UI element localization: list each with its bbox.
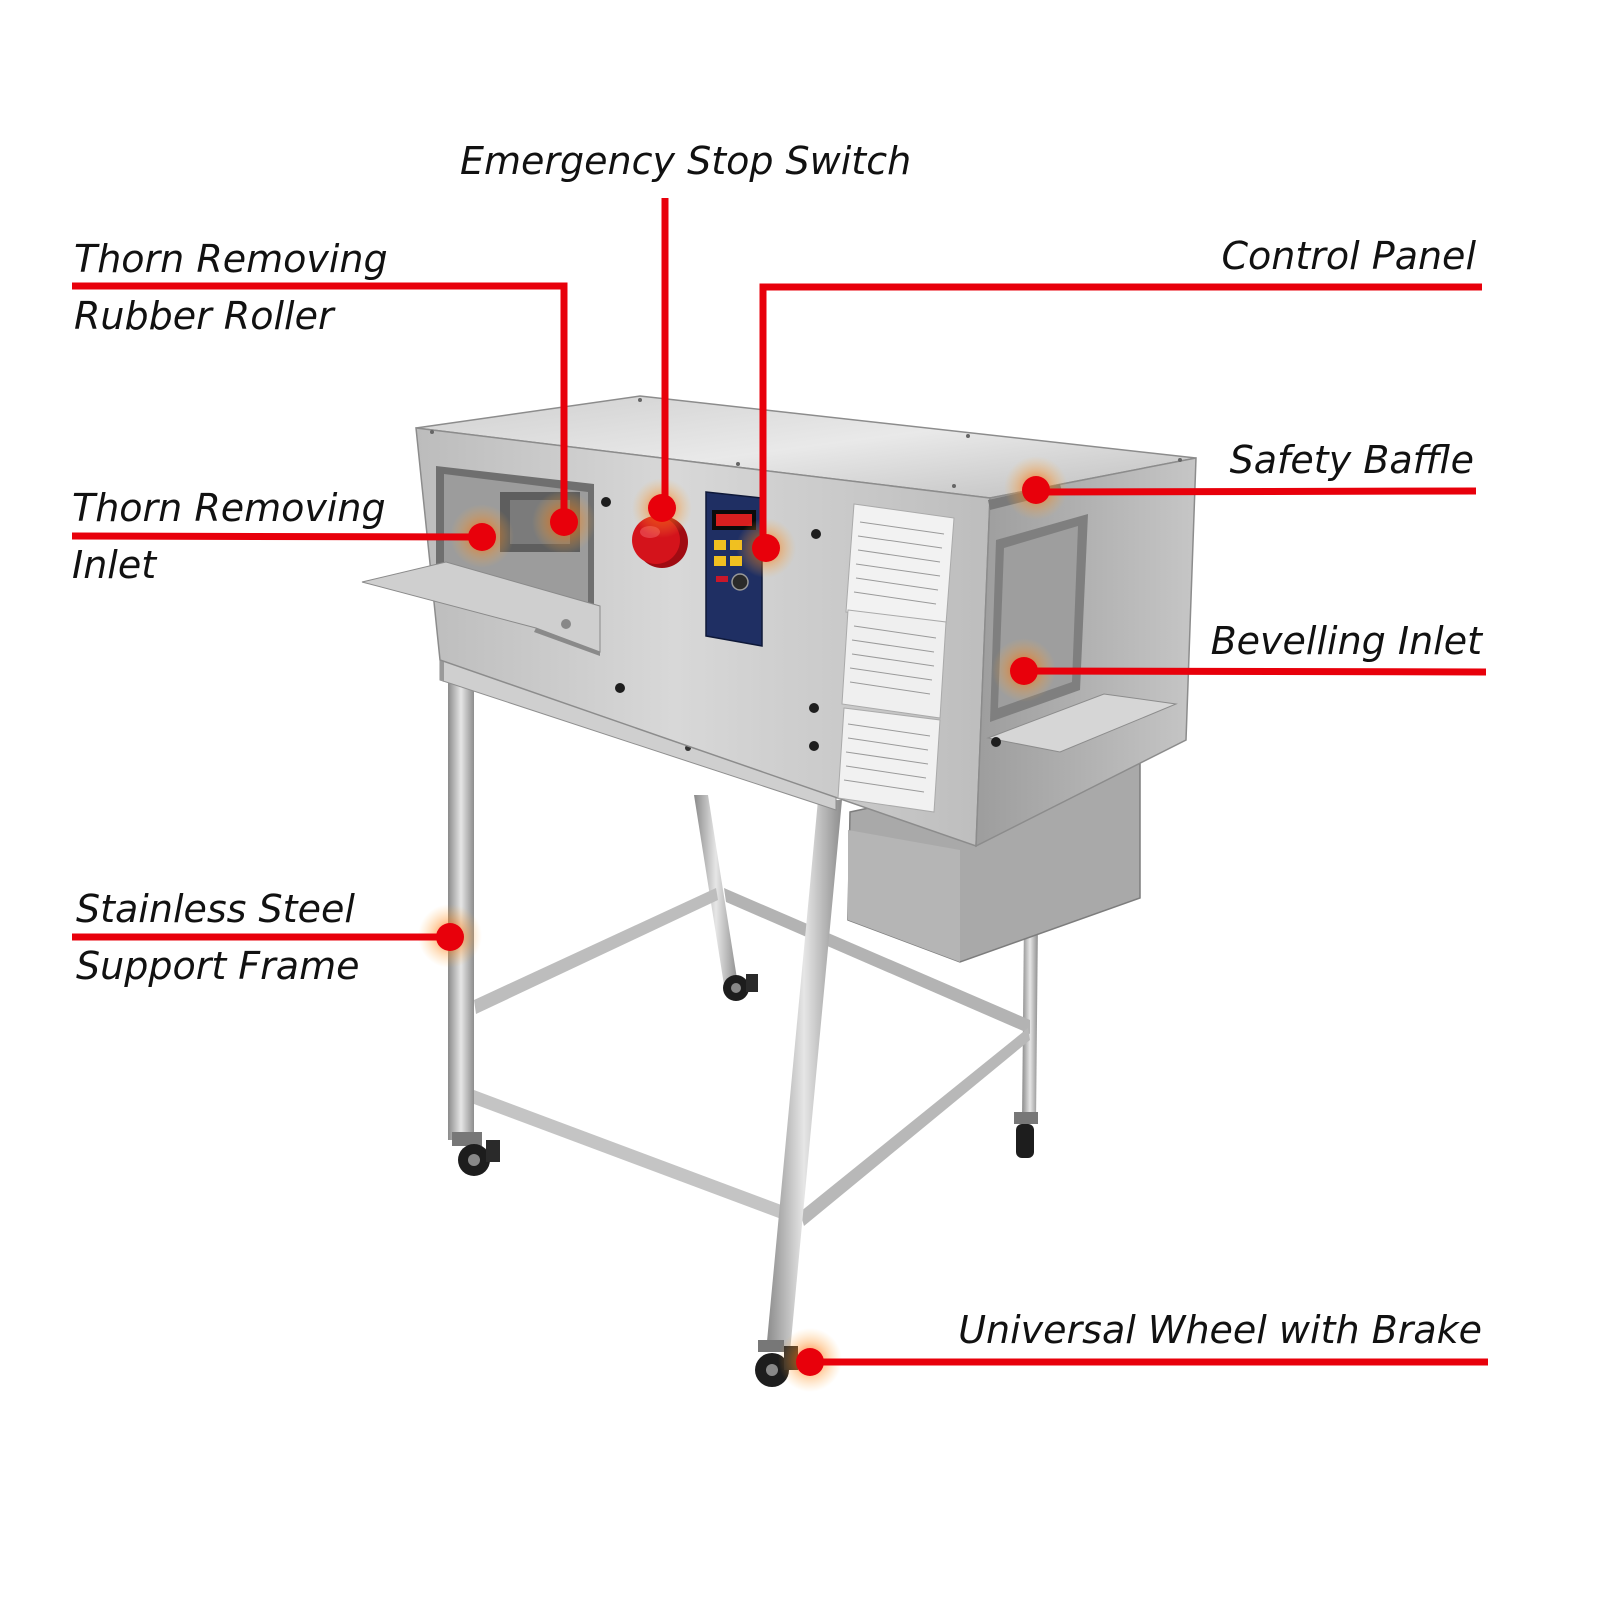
callout-line-rubber-roller — [72, 282, 568, 522]
callout-lines — [71, 198, 1488, 1366]
label-support-frame-line2: Support Frame — [76, 944, 360, 988]
support-frame — [439, 659, 1038, 1352]
caster-wheels — [452, 974, 1038, 1387]
callout-dot-control-panel — [752, 534, 780, 562]
label-bevelling-inlet: Bevelling Inlet — [1210, 619, 1482, 663]
label-emergency-stop: Emergency Stop Switch — [460, 139, 912, 183]
callout-line-control-panel — [759, 283, 1482, 548]
callout-dot-bevelling-inlet — [1010, 657, 1038, 685]
label-safety-baffle: Safety Baffle — [1229, 438, 1474, 482]
label-rubber-roller-line2: Rubber Roller — [74, 294, 334, 338]
callout-dot-universal-wheel — [796, 1348, 824, 1376]
label-thorn-inlet-line1: Thorn Removing — [72, 486, 386, 530]
callout-dots — [436, 476, 1050, 1376]
callout-dot-safety-baffle — [1022, 476, 1050, 504]
callout-line-thorn-inlet — [71, 532, 483, 541]
label-support-frame-line1: Stainless Steel — [76, 887, 355, 931]
label-thorn-inlet-line2: Inlet — [72, 543, 157, 587]
callout-dot-rubber-roller — [550, 508, 578, 536]
label-control-panel: Control Panel — [1221, 234, 1477, 278]
callout-line-safety-baffle — [1035, 487, 1477, 496]
label-rubber-roller-line1: Thorn Removing — [74, 237, 388, 281]
callout-dot-emergency-stop — [648, 494, 676, 522]
callout-line-bevelling-inlet — [1023, 667, 1487, 676]
label-universal-wheel: Universal Wheel with Brake — [958, 1308, 1482, 1352]
callout-dot-thorn-inlet — [468, 523, 496, 551]
callout-dot-support-frame — [436, 923, 464, 951]
